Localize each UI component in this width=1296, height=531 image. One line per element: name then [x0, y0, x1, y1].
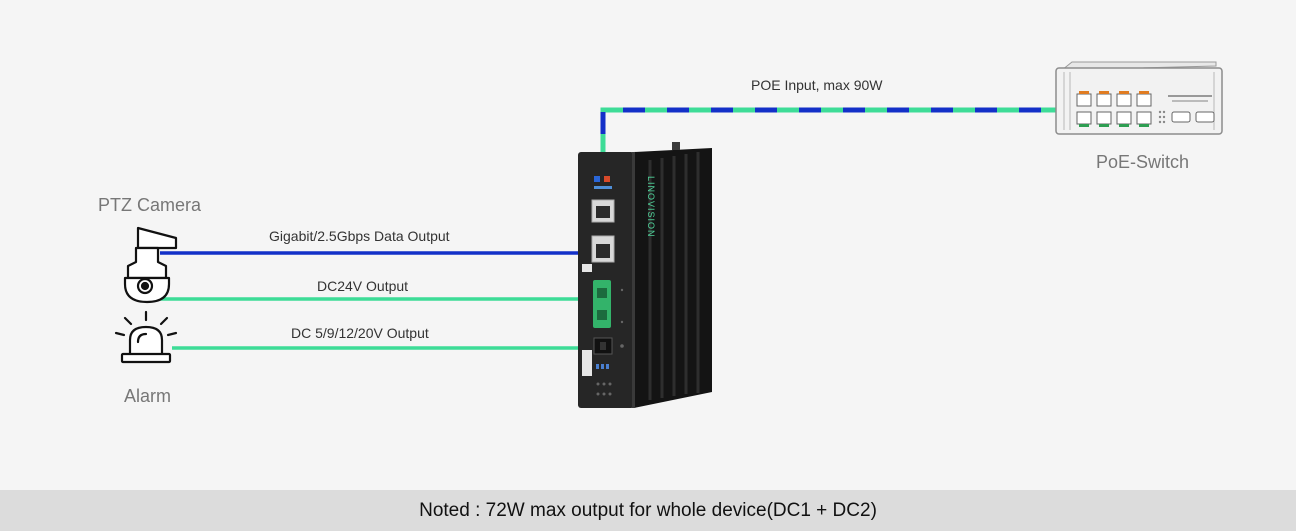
ptz-camera-label: PTZ Camera — [98, 195, 202, 215]
alarm-icon — [114, 310, 178, 364]
poe-input-label: POE Input, max 90W — [751, 77, 883, 93]
footer-note-bar: Noted : 72W max output for whole device(… — [0, 490, 1296, 531]
connection-diagram: LINOVISION — [114, 61, 1223, 408]
poe-switch-image — [1055, 61, 1223, 135]
poe-switch-label: PoE-Switch — [1096, 152, 1190, 172]
poe-extender-device: LINOVISION — [578, 142, 712, 408]
ptz-camera-icon — [123, 226, 178, 304]
dc-multi-output-label: DC 5/9/12/20V Output — [291, 325, 429, 341]
dc24-output-label: DC24V Output — [317, 278, 409, 294]
device-brand-label: LINOVISION — [646, 176, 656, 238]
data-output-label: Gigabit/2.5Gbps Data Output — [269, 228, 450, 244]
footer-note: Noted : 72W max output for whole device(… — [419, 499, 877, 521]
alarm-label: Alarm — [124, 386, 172, 406]
